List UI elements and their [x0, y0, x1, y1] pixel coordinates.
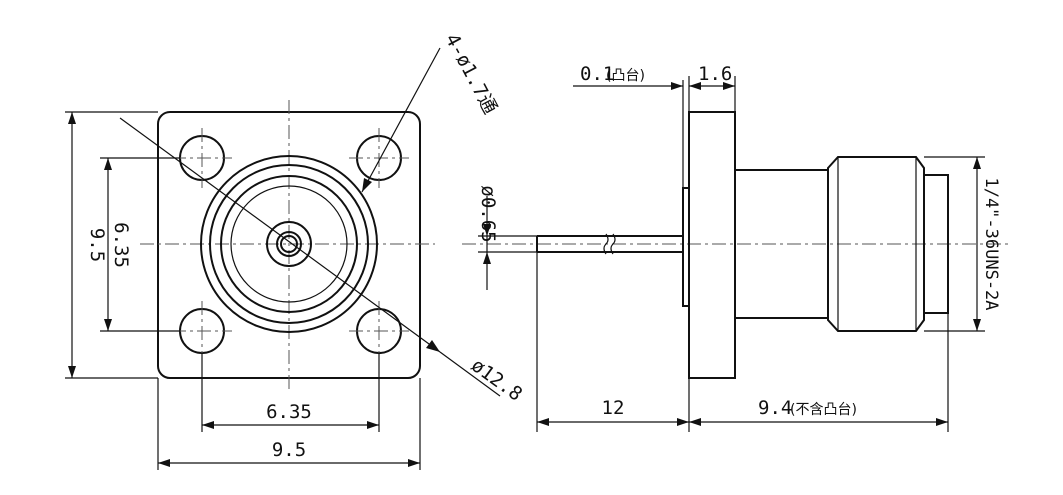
side-view: ø0.65 0.1 (凸台) 1.6 12 9.4 (不含凸台) 1/4"-36…: [462, 63, 1010, 432]
dim-hole-callout: 4-ø1.7通: [441, 30, 502, 118]
side-boss: [682, 187, 690, 307]
dim-width-outer: 9.5: [272, 439, 306, 461]
dim-height-outer: 9.5: [86, 228, 108, 262]
dim-thread: 1/4"-36UNS-2A: [981, 177, 1001, 310]
front-view: 9.5 6.35 6.35 9.5 4-ø1.7通 ø12.8: [65, 30, 526, 470]
dim-boss: 0.1: [580, 63, 614, 85]
dim-body-diameter: ø12.8: [467, 354, 526, 405]
dim-flange: 1.6: [698, 63, 732, 85]
dim-body-note: (不含凸台): [790, 402, 857, 418]
dim-boss-note: (凸台): [606, 68, 645, 84]
dim-body-length: 9.4: [758, 397, 792, 419]
dim-pin-diameter: ø0.65: [477, 185, 499, 242]
pin: [536, 233, 683, 255]
dim-height-inner: 6.35: [110, 222, 132, 268]
connector-body: [200, 155, 378, 333]
dim-pin-length: 12: [602, 397, 625, 419]
side-flange: [688, 111, 736, 379]
thread-section: [827, 156, 949, 332]
dim-width-inner: 6.35: [266, 401, 312, 423]
